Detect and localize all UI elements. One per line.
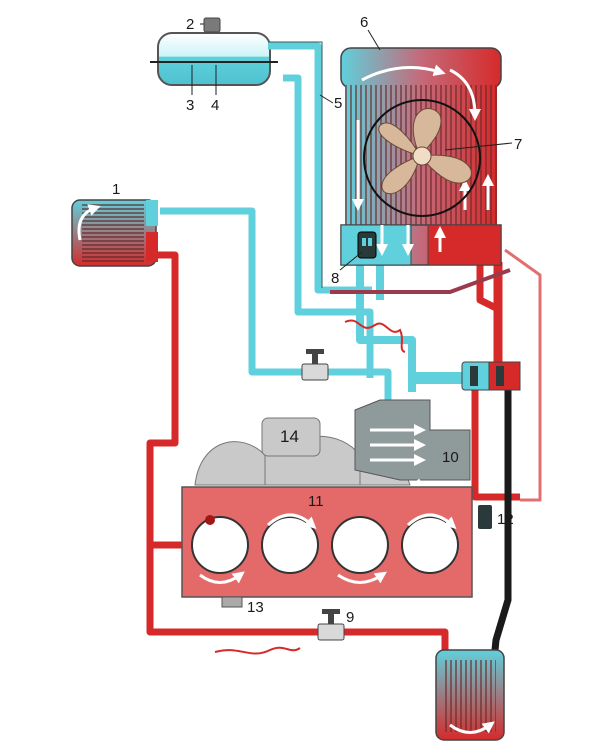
label-10: 10 [442,449,459,466]
label-13: 13 [247,599,264,616]
expansion-tank [150,17,278,86]
heater-core [71,199,158,267]
label-2: 2 [186,16,194,33]
engine-block [181,486,473,608]
coolant-sensor [478,505,492,529]
thermostat-icon [461,361,521,391]
valve-icon [301,349,329,381]
temperature-sensor [357,231,377,259]
auxiliary-heater [435,649,505,741]
scribble-mark [344,319,406,353]
label-7: 7 [514,136,522,153]
label-9: 9 [346,609,354,626]
label-14: 14 [280,427,299,446]
label-1: 1 [112,181,120,198]
label-4: 4 [211,97,219,114]
cold-pipes [160,42,470,430]
label-12: 12 [497,511,514,528]
callout-labels: 1 2 3 4 5 6 7 8 9 10 11 12 13 14 [112,14,522,626]
label-8: 8 [331,270,339,287]
label-5: 5 [334,95,342,112]
scribble-mark-2 [214,646,301,655]
label-3: 3 [186,97,194,114]
bottom-valve-icon [317,609,345,641]
hot-pipes [146,248,542,660]
label-6: 6 [360,14,368,31]
fan-icon [363,99,481,217]
label-11: 11 [308,493,324,510]
